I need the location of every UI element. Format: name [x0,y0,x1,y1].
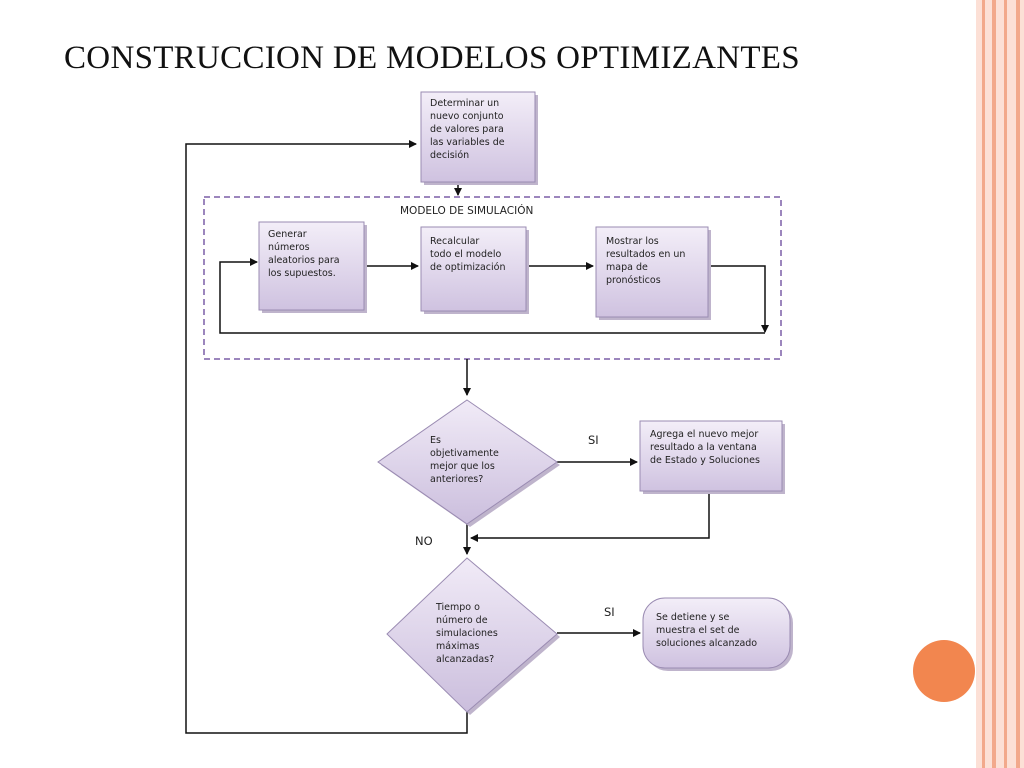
svg-text:Mostrar los resultados e: Mostrar los resultados en un mapa de pro… [606,236,688,286]
stop-line-3: soluciones alcanzado [656,638,757,649]
determine-line-2: nuevo conjunto [430,111,504,122]
svg-text:Determinar un nuevo conj: Determinar un nuevo conjunto de valores … [430,98,508,161]
recalc-line-1: Recalcular [430,236,479,247]
decision-limit-line-3: simulaciones [436,628,498,639]
yes-label-2: SI [604,605,615,619]
decision-better-diamond: Es objetivamente mejor que los anteriore… [377,399,560,527]
stop-solutions-box: Se detiene y se muestra el set de soluci… [642,597,793,671]
side-stripe-line-3 [1004,0,1007,768]
generate-line-3: aleatorios para [268,255,340,266]
svg-text:Generar números al: Generar números aleatorios para los supu… [268,229,343,279]
decision-limit-line-4: máximas [436,641,479,652]
svg-text:Agrega el nuevo mejor re: Agrega el nuevo mejor resultado a la ven… [650,429,761,466]
stop-line-2: muestra el set de [656,625,740,636]
recalculate-model-box: Recalcular todo el modelo de optimizació… [420,226,529,314]
simulation-group-label: MODELO DE SIMULACIÓN [400,204,533,217]
show-line-1: Mostrar los [606,236,659,247]
determine-variables-box: Determinar un nuevo conjunto de valores … [420,91,538,185]
generate-line-2: números [268,242,310,253]
decision-better-line-3: mejor que los [430,461,495,472]
add-best-result-box: Agrega el nuevo mejor resultado a la ven… [639,420,785,494]
decision-better-line-1: Es [430,435,441,446]
generate-line-1: Generar [268,229,307,240]
decision-better-line-4: anteriores? [430,474,483,485]
recalc-line-2: todo el modelo [430,249,501,260]
decision-better-line-2: objetivamente [430,448,499,459]
recalc-line-3: de optimización [430,262,506,273]
svg-text:Tiempo o número de: Tiempo o número de simulaciones máximas … [435,602,501,665]
generate-random-numbers-box: Generar números aleatorios para los supu… [258,221,367,313]
generate-line-4: los supuestos. [268,268,336,279]
svg-text:Se detiene y se muestra: Se detiene y se muestra el set de soluci… [656,612,757,649]
svg-text:Es objetivamente m: Es objetivamente mejor que los anteriore… [430,435,502,485]
show-forecast-box: Mostrar los resultados en un mapa de pro… [595,226,711,320]
side-stripe-line-1 [982,0,985,768]
yes-label-1: SI [588,433,599,447]
show-line-4: pronósticos [606,275,661,286]
determine-line-4: las variables de [430,137,505,148]
determine-line-3: de valores para [430,124,504,135]
decision-limit-diamond: Tiempo o número de simulaciones máximas … [386,557,560,715]
side-stripe-line-4 [1016,0,1020,768]
decision-limit-line-2: número de [436,615,488,626]
add-line-2: resultado a la ventana [650,442,757,453]
slide-title: CONSTRUCCION DE MODELOS OPTIMIZANTES [64,40,800,76]
decision-limit-line-5: alcanzadas? [436,654,494,665]
side-stripe-line-2 [992,0,996,768]
determine-line-1: Determinar un [430,98,499,109]
add-line-3: de Estado y Soluciones [650,455,760,466]
no-label: NO [415,534,433,548]
add-line-1: Agrega el nuevo mejor [650,429,758,440]
decision-limit-line-1: Tiempo o [435,602,480,613]
show-line-3: mapa de [606,262,648,273]
show-line-2: resultados en un [606,249,685,260]
determine-line-5: decisión [430,150,469,161]
stop-line-1: Se detiene y se [656,612,729,623]
decorative-orange-circle [913,640,975,702]
svg-text:Recalcular todo el model: Recalcular todo el modelo de optimizació… [430,236,506,273]
